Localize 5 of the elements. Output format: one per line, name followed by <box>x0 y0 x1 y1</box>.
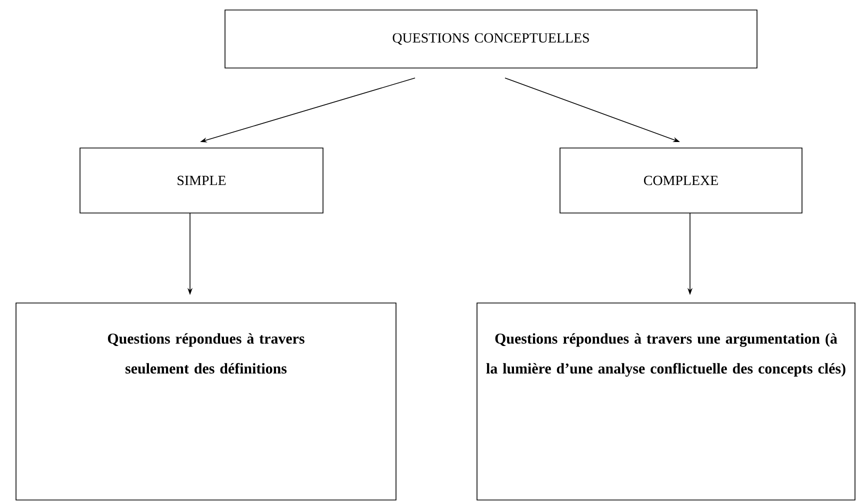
description-box: Questions répondues à travers une argumentation (à la lumière d’une analyse conflictuelle des concepts clés) <box>476 302 856 500</box>
title-box: QUESTIONS CONCEPTUELLES <box>224 10 758 68</box>
category-box: SIMPLE <box>80 148 324 214</box>
description-box: Questions répondues à travers seulement des définitions <box>16 302 396 500</box>
category-box: COMPLEXE <box>560 148 802 214</box>
